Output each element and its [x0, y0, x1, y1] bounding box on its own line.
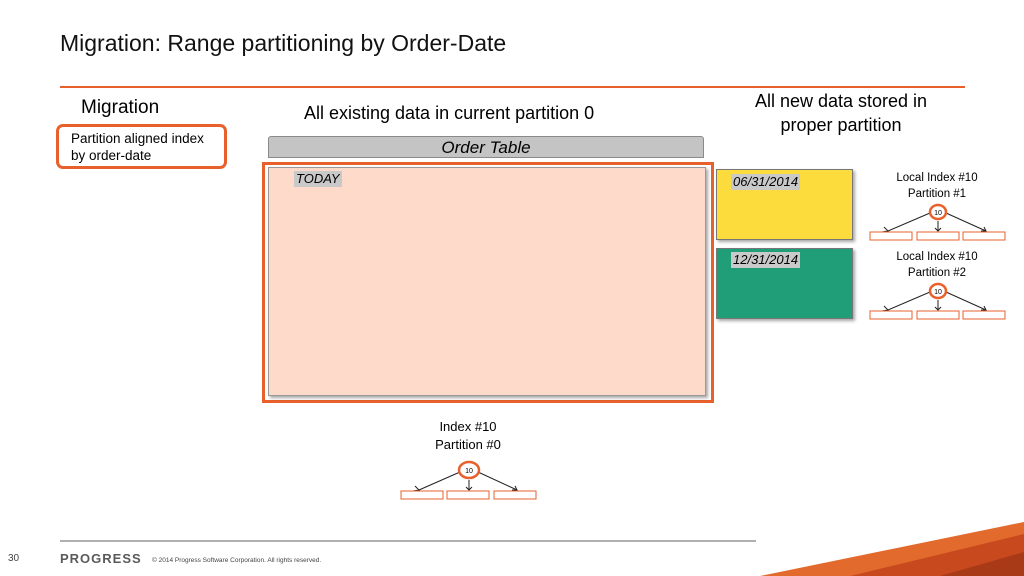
index-node-value: 10 [465, 468, 473, 475]
partition-1-date: 06/31/2014 [731, 174, 801, 190]
local-index-1-tree: 10 [869, 203, 1006, 241]
partition-2-date: 12/31/2014 [731, 252, 801, 268]
index-node-circle [457, 460, 481, 480]
index-0-tree: 10 [400, 460, 537, 500]
page-number: 30 [8, 553, 20, 564]
callout-box: Partition aligned index by order-date [56, 124, 227, 169]
footer-divider [60, 540, 756, 542]
local-index-2-tree: 10 [869, 282, 1006, 320]
index-0-line-2: Partition #0 [435, 437, 501, 452]
existing-data-caption: All existing data in current partition 0 [304, 103, 595, 123]
local-index-2-line-2: Partition #2 [907, 267, 967, 279]
callout-line-1: Partition aligned index [71, 131, 204, 146]
new-data-caption-line-1: All new data stored in [754, 91, 928, 111]
new-data-caption-line-2: proper partition [780, 115, 902, 135]
new-data-caption: All new data stored in proper partition [728, 89, 954, 137]
today-tag: TODAY [294, 171, 342, 187]
migration-label: Migration [81, 97, 160, 118]
progress-logo: PROGRESS [60, 551, 142, 566]
partition-0-highlight [262, 162, 714, 403]
local-index-1-line-1: Local Index #10 [896, 172, 978, 184]
partition-0-block [268, 167, 706, 396]
index-0-line-1: Index #10 [439, 419, 497, 434]
local-index-1-label: Local Index #10 Partition #1 [877, 170, 997, 202]
index-0-label: Index #10 Partition #0 [408, 418, 528, 454]
slide-title: Migration: Range partitioning by Order-D… [60, 30, 507, 56]
corner-decoration [760, 522, 1024, 576]
index-node-circle [928, 203, 948, 221]
title-divider [60, 86, 965, 88]
local-index-1-line-2: Partition #1 [907, 188, 967, 200]
index-node-value: 10 [934, 289, 942, 296]
index-node-circle [928, 282, 948, 300]
index-node-value: 10 [934, 210, 942, 217]
local-index-2-label: Local Index #10 Partition #2 [877, 249, 997, 281]
callout-line-2: by order-date [71, 148, 152, 163]
order-table-header: Order Table [268, 136, 704, 158]
copyright-text: © 2014 Progress Software Corporation. Al… [152, 557, 322, 564]
local-index-2-line-1: Local Index #10 [896, 251, 978, 263]
